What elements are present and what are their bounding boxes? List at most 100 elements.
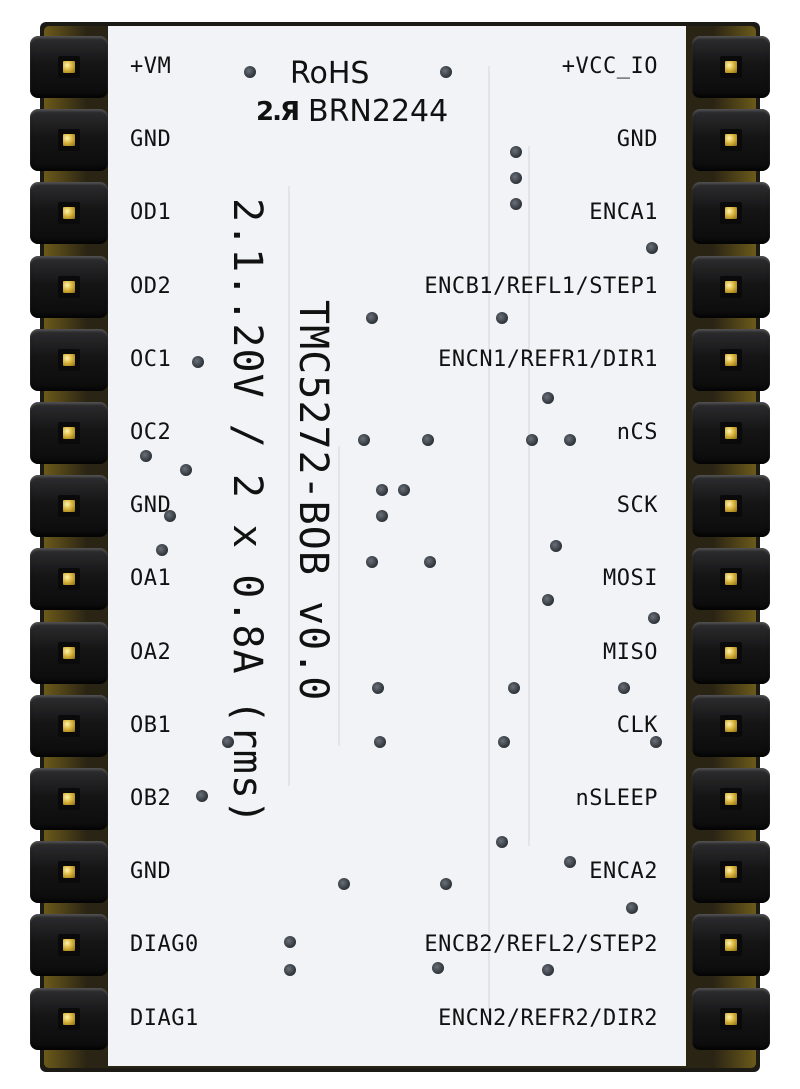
gold-pad <box>63 939 75 952</box>
gold-pad <box>725 61 737 73</box>
pin-label: +VCC_IO <box>561 54 658 79</box>
pin-hole <box>58 788 80 810</box>
via <box>564 434 576 446</box>
via <box>646 242 658 254</box>
pin-hole <box>58 934 80 957</box>
via <box>650 736 662 748</box>
board-model-text: TMC5272-BOB v0.0 <box>290 300 336 702</box>
via <box>510 146 522 158</box>
pin-label: OD2 <box>130 273 172 299</box>
gold-pad <box>725 646 737 659</box>
header-pin <box>30 255 108 318</box>
pin-hole <box>58 275 80 298</box>
gold-pad <box>63 866 75 879</box>
gold-pad <box>63 207 75 220</box>
header-pin <box>692 914 770 977</box>
header-pin <box>30 768 108 830</box>
gold-pad <box>63 427 75 439</box>
via <box>140 450 152 462</box>
pin-hole <box>720 202 742 225</box>
ul-cert-logo: 2.Я <box>256 96 300 127</box>
header-pin <box>692 475 770 538</box>
certification-line: 2.Я BRN2244 <box>256 94 448 129</box>
pin-label: GND <box>130 859 172 885</box>
gold-pad <box>725 353 737 366</box>
via <box>440 878 452 890</box>
pin-label: OD1 <box>130 200 172 226</box>
pin-label: GND <box>130 127 172 153</box>
gold-pad <box>725 1012 737 1025</box>
via <box>526 434 538 446</box>
pin-hole <box>58 1007 80 1030</box>
via <box>510 198 522 210</box>
pin-hole <box>720 348 742 371</box>
via <box>156 544 168 556</box>
gold-pad <box>725 793 737 805</box>
via <box>564 856 576 868</box>
via <box>374 736 386 748</box>
pin-hole <box>58 495 80 518</box>
via <box>508 682 520 694</box>
header-pin <box>692 694 770 757</box>
header-pin <box>692 768 770 830</box>
via <box>180 464 192 476</box>
pin-hole <box>58 714 80 737</box>
pin-hole <box>720 568 742 591</box>
via <box>366 556 378 568</box>
gold-pad <box>725 280 737 293</box>
pin-hole <box>58 348 80 371</box>
header-pin <box>692 841 770 904</box>
via <box>422 434 434 446</box>
pin-hole <box>58 129 80 152</box>
via <box>376 484 388 496</box>
pin-hole <box>720 495 742 518</box>
pin-hole <box>720 788 742 810</box>
pin-hole <box>58 56 80 78</box>
via <box>366 312 378 324</box>
pin-hole <box>720 56 742 78</box>
via <box>542 594 554 606</box>
header-pin <box>692 987 770 1050</box>
gold-pad <box>725 719 737 732</box>
header-pin <box>30 402 108 464</box>
pin-label: OC1 <box>130 346 172 372</box>
via <box>284 936 296 948</box>
via <box>542 964 554 976</box>
pin-label: OA1 <box>130 566 172 592</box>
pin-label: +VM <box>130 54 172 79</box>
pin-hole <box>58 568 80 591</box>
gold-pad <box>63 646 75 659</box>
pin-hole <box>720 714 742 737</box>
via <box>496 312 508 324</box>
pin-label: CLK <box>616 712 658 738</box>
gold-pad <box>63 719 75 732</box>
pin-label: SCK <box>616 493 658 519</box>
header-pin <box>692 328 770 391</box>
via <box>496 836 508 848</box>
header-pin <box>30 914 108 977</box>
pin-label: nCS <box>616 420 658 445</box>
gold-pad <box>725 500 737 513</box>
pin-hole <box>720 422 742 444</box>
header-pin <box>30 475 108 538</box>
pin-label: ENCA2 <box>589 859 658 885</box>
gold-pad <box>725 427 737 439</box>
pin-label: GND <box>130 493 172 519</box>
pin-label: nSLEEP <box>575 786 658 811</box>
pin-hole <box>720 275 742 298</box>
pin-label: MOSI <box>603 566 658 592</box>
pin-label: OB1 <box>130 712 172 738</box>
pin-hole <box>720 129 742 152</box>
header-pin <box>692 548 770 611</box>
gold-pad <box>63 573 75 586</box>
pin-label: DIAG1 <box>130 1005 199 1031</box>
via <box>498 736 510 748</box>
pin-label: OA2 <box>130 639 172 665</box>
gold-pad <box>725 939 737 952</box>
silkscreen-area <box>108 26 686 1066</box>
header-pin <box>30 621 108 684</box>
header-pin <box>30 841 108 904</box>
board-rating-text: 2.1..20V / 2 x 0.8A (rms) <box>224 198 270 826</box>
header-pin <box>30 548 108 611</box>
